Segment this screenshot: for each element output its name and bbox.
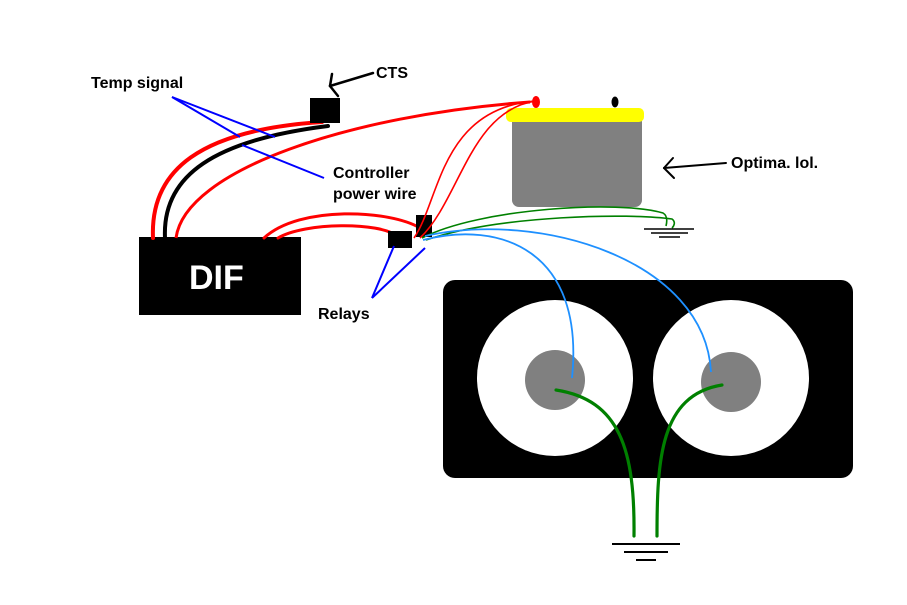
dif-controller: DIF [139,237,301,315]
left-fan-hub [525,350,585,410]
dif-to-relay-wire-2 [276,224,399,240]
fan-signal-wires [422,228,712,379]
cts-sensor [310,98,340,123]
relay-ground-wire-1 [421,206,668,239]
relay-2 [388,231,412,248]
dif-box [139,237,301,315]
arrow-pointer [663,157,727,179]
fan-ground-wires [554,383,724,538]
radiator-fan-assembly [443,280,853,478]
relay-battery-wire-1 [413,100,535,239]
relays-pointer-2 [371,247,426,299]
battery-positive-terminal [532,96,540,108]
cts-label: CTS [376,65,408,82]
dif-to-relay-wire-1 [262,212,422,240]
ground-symbol [612,543,680,561]
fan-signal-wire-right [424,228,712,373]
ground-symbol [644,228,694,238]
arrow-pointer [328,71,375,98]
optima-label: Optima. lol. [731,155,818,172]
controller-power-wire [174,100,531,239]
temp-signal-black-wire [162,124,330,240]
fan-ground-wire-right [655,383,724,538]
temp-signal-wires [150,120,330,240]
controller-power-pointer [241,144,325,179]
relay-1 [416,215,432,237]
relays [388,215,432,248]
battery-body [512,115,642,207]
relay-battery-wire-2 [419,100,537,239]
dif-label: DIF [189,259,244,297]
controller-power-label-line1: Controller [333,165,409,182]
battery-negative-terminal [611,96,619,108]
temp-signal-red-wire [150,120,324,240]
relay-ground-wire-2 [425,215,676,241]
temp-signal-label: Temp signal [91,75,183,92]
right-fan-hub [701,352,761,412]
relays-pointer-1 [371,245,395,299]
relays-label: Relays [318,306,370,323]
controller-power-label-line2: power wire [333,186,417,203]
fan-ground-wire-left [554,388,636,538]
battery [506,96,644,207]
temp-signal-pointer-1 [171,96,241,138]
relay-ground-wires [421,206,676,241]
fan-signal-wire-left [422,233,575,379]
temp-signal-pointer-2 [171,96,276,138]
pointer-lines [171,96,426,299]
relay-battery-wires [413,100,537,239]
battery-top [506,108,644,122]
